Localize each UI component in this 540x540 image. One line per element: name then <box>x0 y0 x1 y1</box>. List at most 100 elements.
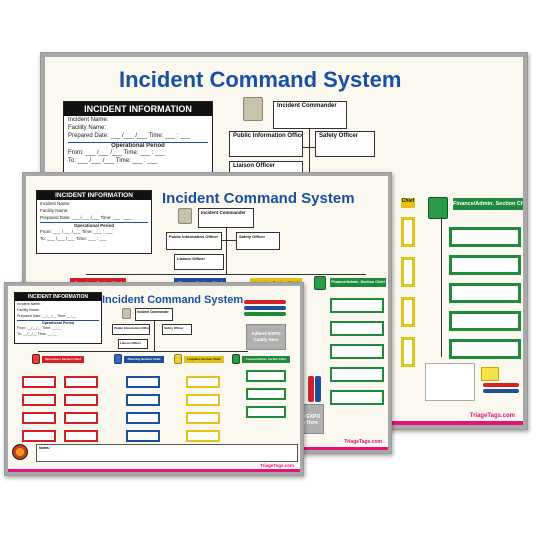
safety-officer-box: Safety Officer <box>315 131 375 157</box>
liaison-officer-box: Liaison Officer <box>174 254 224 270</box>
logistics-slot <box>401 217 415 247</box>
safety-officer-box: Safety Officer <box>162 324 192 335</box>
board-small-footer-bar <box>8 469 300 472</box>
operational-period-label: Operational Period <box>68 142 208 149</box>
finance-slot <box>330 344 384 359</box>
connector <box>38 351 248 352</box>
operations-slot <box>64 394 98 406</box>
safety-vest-icon <box>178 208 192 224</box>
planning-slot <box>126 394 160 406</box>
safety-vest-icon <box>174 354 182 364</box>
to-field: To: ___ /___ /___ Time: ___ : ___ <box>68 158 158 164</box>
finance-admin-chief-header: Finance/Admin. Section Chief <box>453 198 523 210</box>
info-heading: INCIDENT INFORMATION <box>15 293 101 301</box>
dry-erase-marker-icon <box>308 376 314 402</box>
board-medium-title: Incident Command System <box>162 190 355 207</box>
public-information-officer-box: Public Information Officer <box>166 232 222 250</box>
finance-slot <box>449 311 521 331</box>
to-field: To: __/__/__ Time: __:__ <box>17 332 57 336</box>
from-field: From: ___ /___ /___ Time: ___ : ___ <box>40 229 113 234</box>
finance-admin-chief-header: Finance/Admin. Section Chief <box>242 356 290 363</box>
connector <box>309 129 310 173</box>
connector <box>226 228 227 274</box>
dry-erase-marker-icon <box>244 300 286 304</box>
finance-slot <box>449 255 521 275</box>
logistics-slot <box>186 394 220 406</box>
ics-board-small: Incident Command System INCIDENT INFORMA… <box>4 282 304 476</box>
safety-vest-icon <box>428 197 448 219</box>
dry-erase-marker-icon <box>315 376 321 402</box>
sticky-note <box>481 367 499 381</box>
finance-slot <box>246 406 286 418</box>
incident-name-field: Incident Name: <box>17 302 42 306</box>
safety-vest-icon <box>122 308 131 319</box>
connector <box>154 321 155 351</box>
operational-period-label: Operational Period <box>40 222 148 228</box>
board-medium-info-panel: INCIDENT INFORMATION Incident Name: Faci… <box>36 190 152 254</box>
board-small-info-panel: INCIDENT INFORMATION Incident Name: Faci… <box>14 292 102 344</box>
operations-slot <box>64 376 98 388</box>
connector <box>441 217 442 357</box>
liaison-officer-box: Liaison Officer <box>118 339 148 349</box>
board-small-title: Incident Command System <box>102 294 244 306</box>
safety-vest-icon <box>114 354 122 364</box>
facility-name-field: Facility Name: <box>68 125 107 131</box>
public-information-officer-box: Public Information Officer <box>229 131 303 157</box>
operations-slot <box>22 412 56 424</box>
prepared-date-field: Prepared Date: __/__/__ Time: __:__ <box>17 314 77 318</box>
connector <box>204 240 246 241</box>
safety-vest-icon <box>32 354 40 364</box>
incident-name-field: Incident Name: <box>68 117 109 123</box>
safety-vest-icon <box>243 97 263 121</box>
connector <box>86 274 366 275</box>
logistics-slot <box>186 376 220 388</box>
notes-area: Notes: <box>36 444 298 462</box>
triage-tags-logo <box>12 444 28 460</box>
operations-slot <box>22 430 56 442</box>
operations-slot <box>22 376 56 388</box>
incident-commander-box: Incident Commander <box>198 208 254 228</box>
dry-erase-marker-icon <box>483 383 519 387</box>
safety-vest-icon <box>314 276 326 290</box>
planning-slot <box>126 376 160 388</box>
incident-name-field: Incident Name: <box>40 201 71 206</box>
info-heading: INCIDENT INFORMATION <box>37 191 151 200</box>
dry-erase-marker-icon <box>483 389 519 393</box>
logistics-slot <box>401 297 415 327</box>
finance-slot <box>330 321 384 336</box>
facility-name-field: Facility Name: <box>40 208 69 213</box>
expo-caddy-area: Adhere EXPO Caddy Here <box>246 324 286 350</box>
to-field: To: ___ /___ /___ Time: ___ : ___ <box>40 236 108 241</box>
board-small-footer: TriageTags.com <box>260 463 294 468</box>
logistics-chief-header: Logistics Section Chief <box>184 356 224 363</box>
planning-slot <box>126 412 160 424</box>
safety-vest-icon <box>232 354 240 364</box>
planning-chief-header: Planning Section Chief <box>124 356 164 363</box>
finance-slot <box>330 367 384 382</box>
board-medium-footer: TriageTags.com <box>344 439 382 445</box>
incident-commander-box: Incident Commander <box>273 101 347 129</box>
operations-slot <box>64 430 98 442</box>
public-information-officer-box: Public Information Officer <box>112 324 150 335</box>
board-large-info-panel: INCIDENT INFORMATION Incident Name: Faci… <box>63 101 213 181</box>
logistics-chief-header: Chief <box>401 198 415 208</box>
board-large-footer: TriageTags.com <box>469 413 515 419</box>
facility-name-field: Facility Name: <box>17 308 40 312</box>
operational-period-label: Operational Period <box>17 320 99 325</box>
board-large-title: Incident Command System <box>119 67 402 92</box>
operations-slot <box>64 412 98 424</box>
info-heading: INCIDENT INFORMATION <box>64 102 212 116</box>
finance-slot <box>449 227 521 247</box>
finance-admin-chief-header: Finance/Admin. Section Chief <box>330 278 386 287</box>
finance-slot <box>246 388 286 400</box>
finance-slot <box>330 390 384 405</box>
planning-slot <box>126 430 160 442</box>
logistics-slot <box>186 412 220 424</box>
from-field: From: __/__/__ Time: __:__ <box>17 326 62 330</box>
connector <box>287 147 333 148</box>
dry-erase-marker-icon <box>244 312 286 316</box>
prepared-date-field: Prepared Date: ___ /___ /___ Time: ___ :… <box>40 215 132 220</box>
safety-officer-box: Safety Officer <box>236 232 280 250</box>
finance-slot <box>449 339 521 359</box>
operations-slot <box>22 394 56 406</box>
